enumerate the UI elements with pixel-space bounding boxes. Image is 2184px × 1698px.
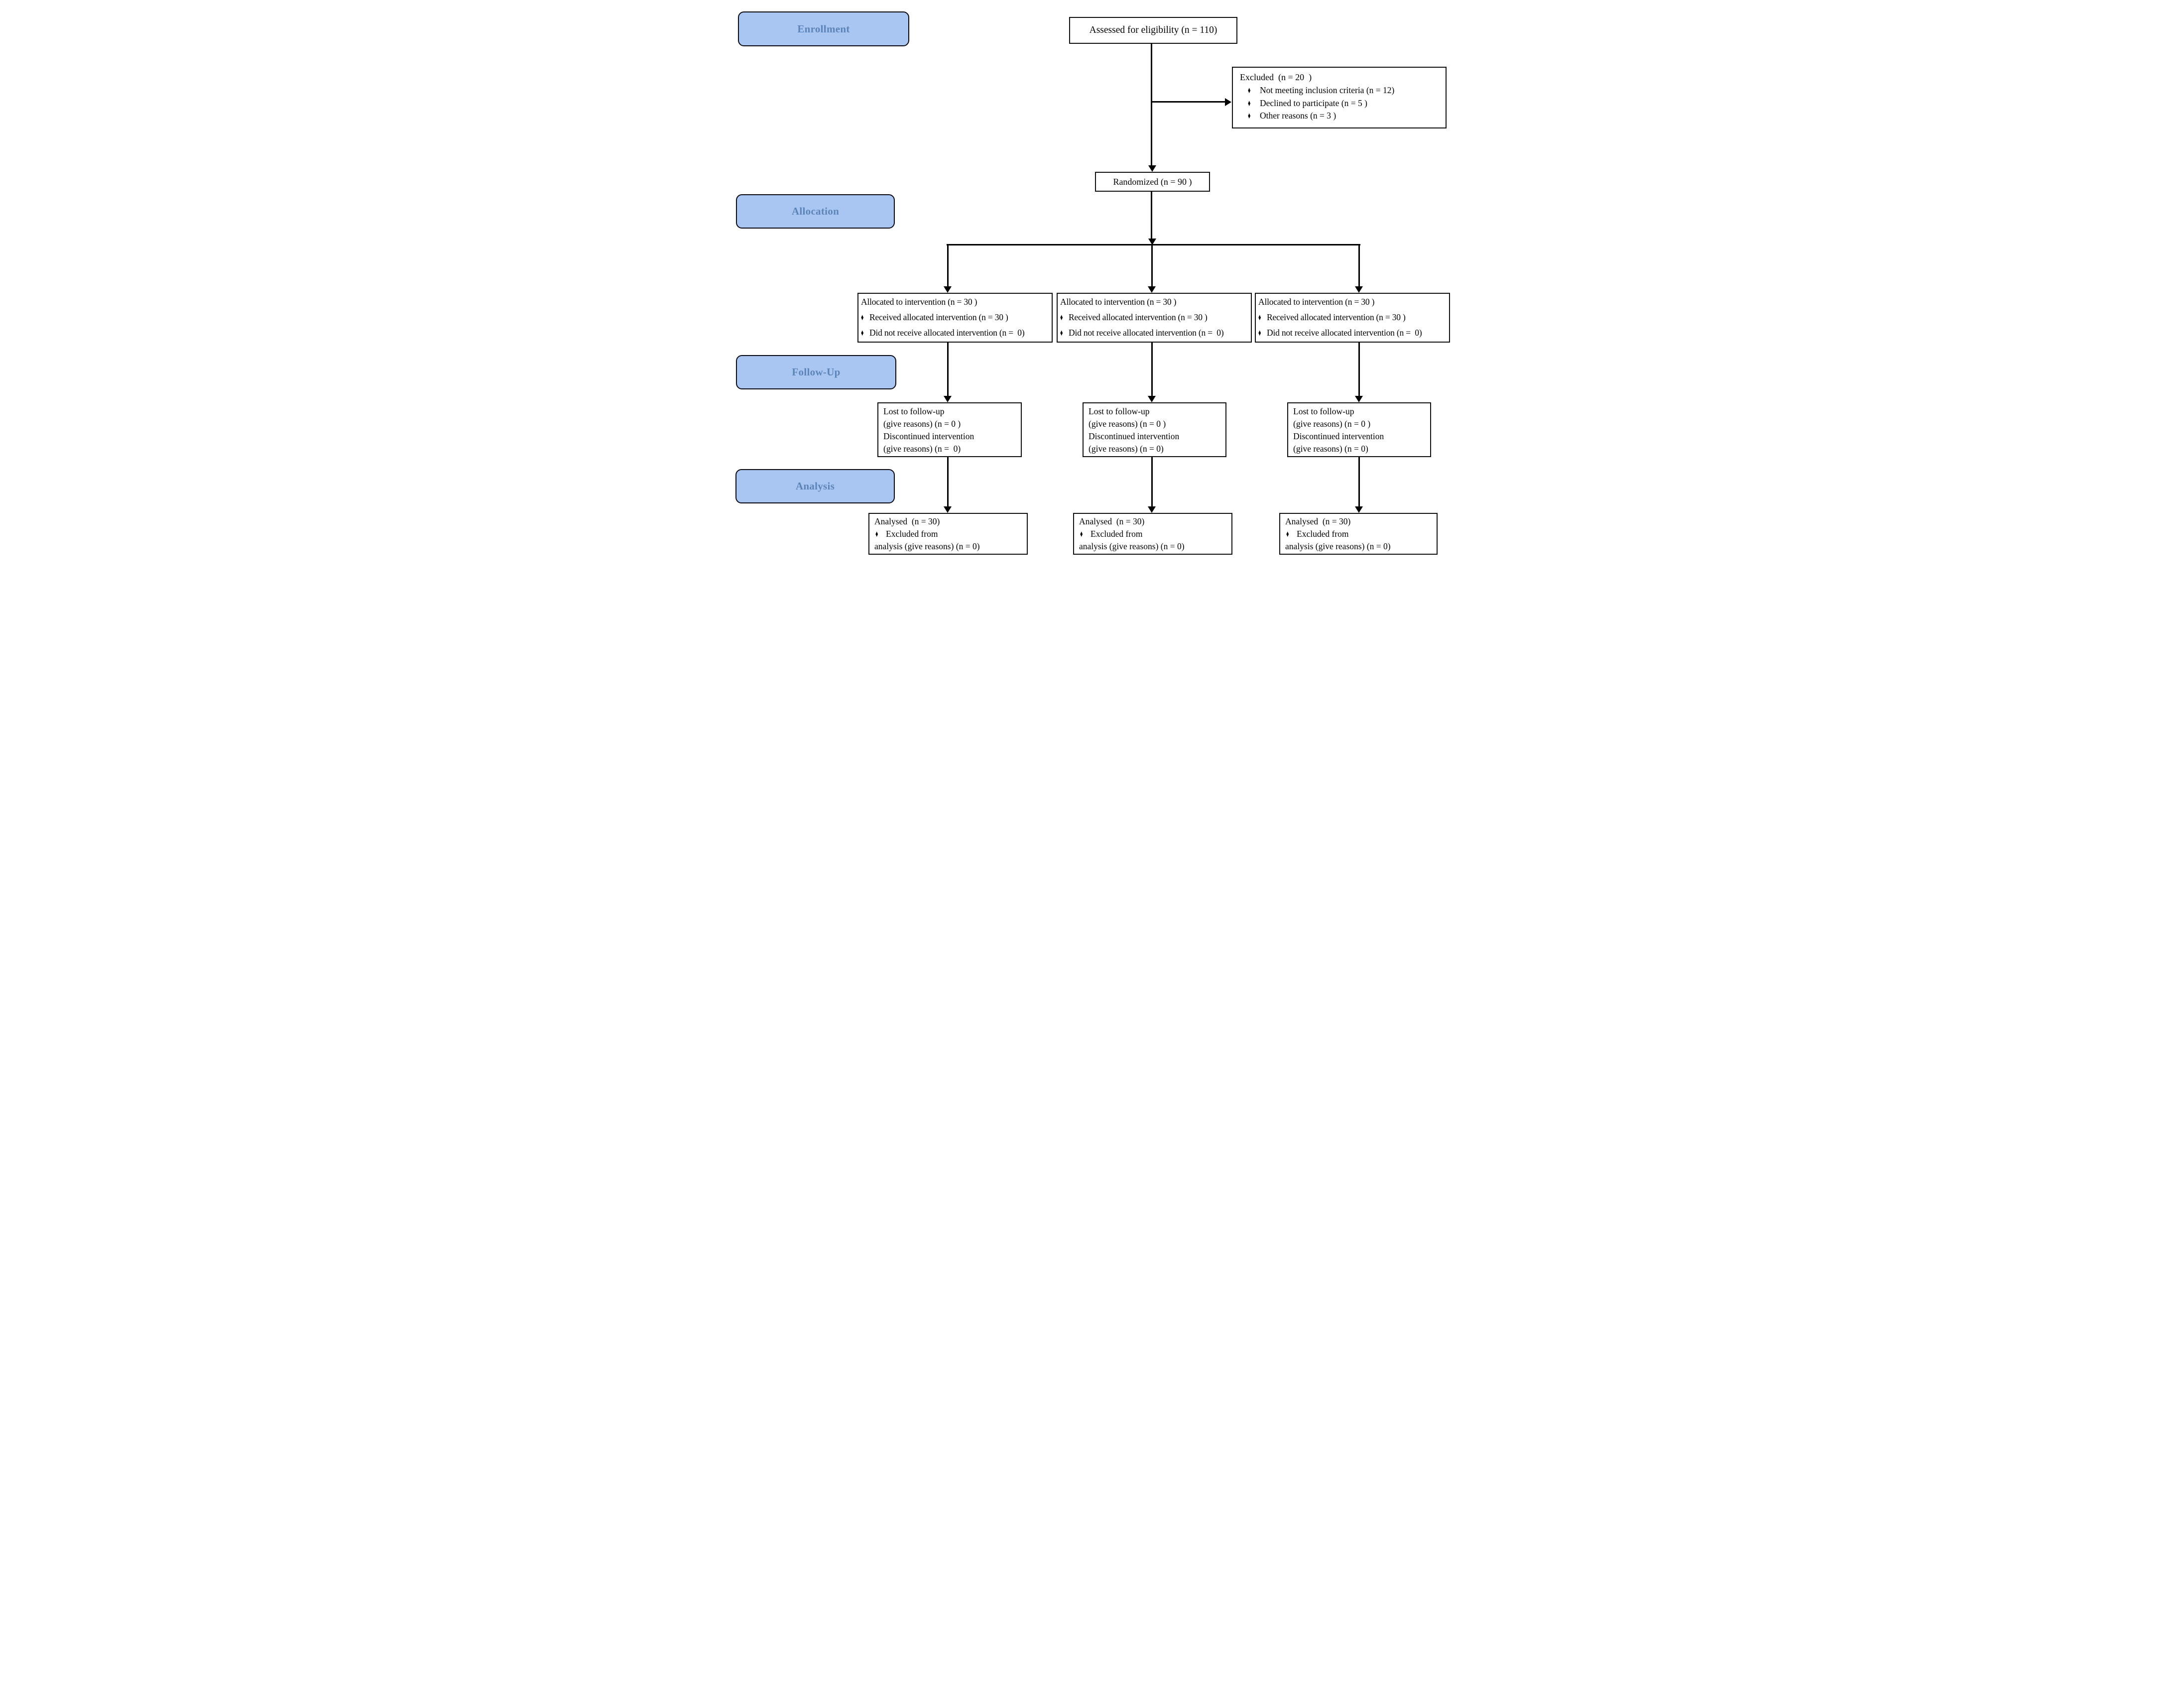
arrow-allocated-to-lost-col3-line <box>1358 343 1360 396</box>
lost-line: Discontinued intervention <box>1293 431 1384 441</box>
diamond-bullet-icon: ♦ <box>1258 328 1261 338</box>
arrow-branch-to-allocated-col3-head <box>1355 286 1363 293</box>
randomized-box: Randomized (n = 90 ) <box>1095 172 1210 192</box>
arrow-randomized-to-branch-head <box>1148 239 1156 245</box>
arrow-lost-to-analysed-col3-line <box>1358 457 1360 507</box>
diamond-bullet-icon: ♦ <box>1258 312 1261 322</box>
stage-label-analysis: Analysis <box>735 469 895 503</box>
lost-line: Lost to follow-up <box>1089 406 1150 416</box>
excluded-title: Excluded (n = 20 ) <box>1240 72 1312 82</box>
diamond-bullet-icon: ♦ <box>861 312 864 322</box>
arrow-allocated-to-lost-col1-head <box>944 396 952 402</box>
arrow-lost-to-analysed-col2-line <box>1151 457 1153 507</box>
allocated-item-text: Received allocated intervention (n = 30 … <box>1267 312 1406 322</box>
diamond-bullet-icon: ♦ <box>1080 529 1083 539</box>
lost-line: (give reasons) (n = 0 ) <box>1089 419 1166 429</box>
excluded-item-text: Not meeting inclusion criteria (n = 12) <box>1260 85 1395 95</box>
arrow-randomized-to-branch-line <box>1151 192 1152 239</box>
excluded-item: ♦ Not meeting inclusion criteria (n = 12… <box>1240 84 1446 97</box>
diamond-bullet-icon: ♦ <box>861 328 864 338</box>
excluded-item-text: Declined to participate (n = 5 ) <box>1260 98 1367 108</box>
arrow-branch-to-allocated-col3-line <box>1358 245 1360 287</box>
arrow-branch-to-allocated-col2-line <box>1151 245 1153 287</box>
diamond-bullet-icon: ♦ <box>1060 312 1063 322</box>
assessed-for-eligibility-text: Assessed for eligibility (n = 110) <box>1089 25 1217 35</box>
arrow-lost-to-analysed-col1-head <box>944 506 952 513</box>
randomized-text: Randomized (n = 90 ) <box>1113 176 1192 187</box>
lost-to-follow-up-box-col2: Lost to follow-up (give reasons) (n = 0 … <box>1083 402 1226 457</box>
analysed-excluded-text: Excluded from <box>1091 529 1143 539</box>
allocated-item-text: Received allocated intervention (n = 30 … <box>1069 312 1208 322</box>
analysed-box-col3: Analysed (n = 30) ♦ Excluded from analysi… <box>1279 513 1438 555</box>
arrow-allocated-to-lost-col2-head <box>1148 396 1156 402</box>
lost-to-follow-up-box-col3: Lost to follow-up (give reasons) (n = 0 … <box>1287 402 1431 457</box>
consort-flow-diagram: Enrollment Allocation Follow-Up Analysis… <box>728 0 1456 566</box>
excluded-item: ♦ Other reasons (n = 3 ) <box>1240 110 1446 122</box>
stage-label-analysis-text: Analysis <box>795 480 835 492</box>
lost-line: Lost to follow-up <box>1293 406 1354 416</box>
assessed-for-eligibility-box: Assessed for eligibility (n = 110) <box>1069 17 1237 44</box>
lost-line: (give reasons) (n = 0) <box>1089 444 1164 454</box>
analysed-box-col2: Analysed (n = 30) ♦ Excluded from analysi… <box>1073 513 1232 555</box>
lost-to-follow-up-box-col1: Lost to follow-up (give reasons) (n = 0 … <box>877 402 1022 457</box>
lost-line: (give reasons) (n = 0) <box>883 444 961 454</box>
arrow-to-excluded-head <box>1225 98 1231 106</box>
allocated-item-text: Received allocated intervention (n = 30 … <box>869 312 1008 322</box>
arrow-allocated-to-lost-col2-line <box>1151 343 1153 396</box>
analysed-excluded-text: Excluded from <box>886 529 938 539</box>
allocated-item-text: Did not receive allocated intervention (… <box>869 328 1025 338</box>
analysed-excluded-text: Excluded from <box>1297 529 1349 539</box>
stage-label-follow-up-text: Follow-Up <box>792 366 841 378</box>
diamond-bullet-icon: ♦ <box>1248 111 1251 121</box>
arrow-assessed-to-randomized-line <box>1151 44 1152 165</box>
lost-line: Lost to follow-up <box>883 406 945 416</box>
allocated-title: Allocated to intervention (n = 30 ) <box>1258 297 1375 307</box>
stage-label-allocation: Allocation <box>736 194 895 229</box>
analysed-title: Analysed (n = 30) <box>1285 516 1351 526</box>
arrow-lost-to-analysed-col2-head <box>1148 506 1156 513</box>
allocated-item-text: Did not receive allocated intervention (… <box>1069 328 1224 338</box>
arrow-branch-to-allocated-col2-head <box>1148 286 1156 293</box>
allocated-title: Allocated to intervention (n = 30 ) <box>1060 297 1177 307</box>
diamond-bullet-icon: ♦ <box>1248 98 1251 108</box>
lost-line: Discontinued intervention <box>883 431 974 441</box>
arrow-lost-to-analysed-col3-head <box>1355 506 1363 513</box>
excluded-item-text: Other reasons (n = 3 ) <box>1260 111 1336 121</box>
allocated-box-col3: Allocated to intervention (n = 30 ) ♦ Rec… <box>1255 293 1450 343</box>
analysed-continuation: analysis (give reasons) (n = 0) <box>1285 541 1391 551</box>
arrow-allocated-to-lost-col3-head <box>1355 396 1363 402</box>
analysed-title: Analysed (n = 30) <box>874 516 940 526</box>
arrow-branch-to-allocated-col1-line <box>947 245 949 287</box>
diamond-bullet-icon: ♦ <box>1060 328 1063 338</box>
arrow-to-excluded-line <box>1152 101 1225 103</box>
analysed-box-col1: Analysed (n = 30) ♦ Excluded from analysi… <box>868 513 1028 555</box>
excluded-item: ♦ Declined to participate (n = 5 ) <box>1240 97 1446 110</box>
arrow-branch-to-allocated-col1-head <box>944 286 952 293</box>
allocated-box-col2: Allocated to intervention (n = 30 ) ♦ Rec… <box>1057 293 1252 343</box>
arrow-allocated-to-lost-col1-line <box>947 343 949 396</box>
stage-label-enrollment: Enrollment <box>738 11 909 46</box>
stage-label-enrollment-text: Enrollment <box>797 22 850 35</box>
arrow-assessed-to-randomized-head <box>1148 165 1156 172</box>
allocated-item-text: Did not receive allocated intervention (… <box>1267 328 1422 338</box>
diamond-bullet-icon: ♦ <box>875 529 878 539</box>
lost-line: (give reasons) (n = 0 ) <box>1293 419 1371 429</box>
stage-label-allocation-text: Allocation <box>791 205 840 217</box>
diamond-bullet-icon: ♦ <box>1248 85 1251 95</box>
analysed-continuation: analysis (give reasons) (n = 0) <box>874 541 980 551</box>
diamond-bullet-icon: ♦ <box>1286 529 1289 539</box>
lost-line: (give reasons) (n = 0 ) <box>883 419 961 429</box>
allocated-box-col1: Allocated to intervention (n = 30 ) ♦ Rec… <box>857 293 1053 343</box>
analysed-title: Analysed (n = 30) <box>1079 516 1145 526</box>
lost-line: (give reasons) (n = 0) <box>1293 444 1368 454</box>
allocation-branch-line <box>947 244 1360 245</box>
stage-label-follow-up: Follow-Up <box>736 355 896 389</box>
lost-line: Discontinued intervention <box>1089 431 1180 441</box>
arrow-lost-to-analysed-col1-line <box>947 457 949 507</box>
allocated-title: Allocated to intervention (n = 30 ) <box>861 297 977 307</box>
analysed-continuation: analysis (give reasons) (n = 0) <box>1079 541 1185 551</box>
excluded-box: Excluded (n = 20 ) ♦ Not meeting inclusi… <box>1232 67 1447 128</box>
